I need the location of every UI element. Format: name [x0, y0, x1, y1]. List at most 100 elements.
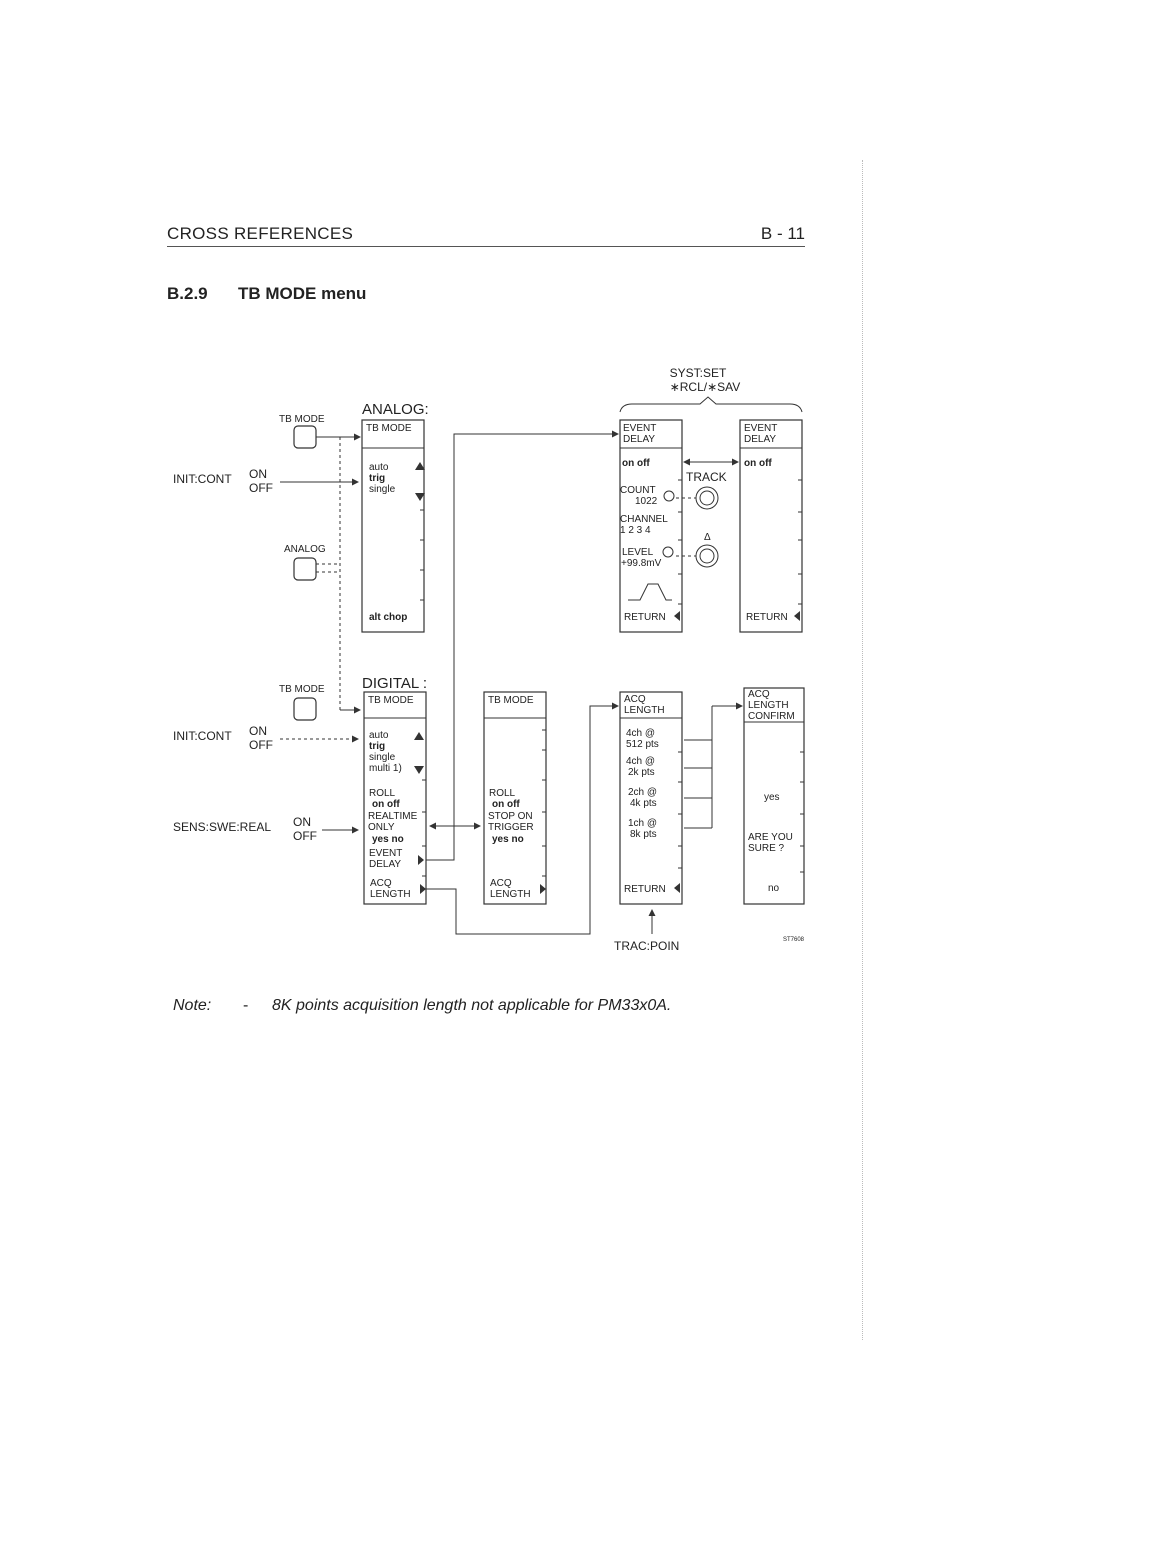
- t-cursor-icon: [663, 490, 675, 502]
- acq-opt4a: 1ch @: [628, 818, 657, 829]
- analog-key-icon[interactable]: [293, 557, 317, 581]
- confirm-title2: LENGTH: [748, 700, 789, 711]
- event-menu-return: RETURN: [624, 612, 666, 623]
- init-cont-on: ON: [249, 467, 267, 481]
- submenu-arrow-icon-2: [420, 884, 426, 894]
- digital-acq: ACQ: [370, 878, 392, 889]
- event-delay-link: [426, 430, 619, 861]
- header-title: CROSS REFERENCES: [167, 224, 354, 243]
- page-header: CROSS REFERENCES B - 11: [167, 224, 805, 247]
- event-delay-menu2-box: [739, 419, 803, 633]
- analog-auto: auto: [369, 462, 389, 473]
- event-menu2-title1: EVENT: [744, 423, 777, 434]
- syst-set-label: SYST:SET: [670, 366, 727, 380]
- acq-confirm-menu-box: [743, 687, 805, 905]
- tb-mode-key-label-2: TB MODE: [279, 684, 325, 695]
- confirm-no: no: [768, 883, 780, 894]
- sens-off: OFF: [293, 829, 317, 843]
- analog-heading: ANALOG:: [362, 401, 429, 418]
- digital-yesno: yes no: [372, 834, 404, 845]
- event-menu-level: LEVEL: [622, 547, 654, 558]
- analog-menu-box: [361, 419, 425, 633]
- roll-menu-box: [483, 691, 547, 905]
- scroll-down-icon-2: [414, 766, 424, 774]
- tb-mode-key-icon-2[interactable]: [293, 697, 317, 721]
- acq-opt1b: 512 pts: [626, 739, 659, 750]
- note-label: Note:: [173, 997, 212, 1014]
- event-menu-count-val: 1022: [635, 496, 658, 507]
- event-menu-channel: CHANNEL: [620, 514, 668, 525]
- digital-menu-box: [363, 691, 427, 905]
- roll-menu-roll: ROLL: [489, 788, 516, 799]
- acq-opt2b: 2k pts: [628, 767, 655, 778]
- event-menu-channel-nums: 1 2 3 4: [620, 525, 651, 536]
- digital-heading: DIGITAL :: [362, 675, 427, 692]
- syst-set-bracket: [619, 396, 803, 413]
- init-cont-off-2: OFF: [249, 738, 273, 752]
- digital-delay: DELAY: [369, 859, 401, 870]
- roll-menu-trigger: TRIGGER: [488, 822, 534, 833]
- acq-options-bracket: [684, 706, 713, 829]
- event-delay-menu-box: [619, 419, 683, 633]
- analog-key-links: [316, 563, 340, 573]
- submenu-arrow-icon: [418, 855, 424, 865]
- acq-opt3a: 2ch @: [628, 787, 657, 798]
- note-dash: -: [243, 997, 249, 1014]
- tb-mode-key-label: TB MODE: [279, 414, 325, 425]
- event-menu2-return: RETURN: [746, 612, 788, 623]
- figure-code: ST7608: [783, 937, 805, 943]
- event-menu2-onoff: on off: [744, 458, 772, 469]
- return-arrow-icon-3: [674, 883, 680, 893]
- submenu-arrow-icon-3: [540, 884, 546, 894]
- digital-single: single: [369, 752, 396, 763]
- sens-swe-real-label: SENS:SWE:REAL: [173, 820, 271, 834]
- digital-multi: multi 1): [369, 763, 402, 774]
- confirm-title3: CONFIRM: [748, 711, 795, 722]
- confirm-are-you: ARE YOU: [748, 832, 793, 843]
- scroll-down-icon: [415, 493, 425, 501]
- return-arrow-icon-2: [794, 611, 800, 621]
- roll-menu-yesno: yes no: [492, 834, 524, 845]
- init-cont-label: INIT:CONT: [173, 472, 232, 486]
- trac-poin-label: TRAC:POIN: [614, 939, 679, 953]
- tb-mode-key-icon[interactable]: [293, 425, 317, 449]
- acq-length-menu-box: [619, 691, 683, 905]
- acq-opt1a: 4ch @: [626, 728, 655, 739]
- roll-menu-title: TB MODE: [488, 695, 534, 706]
- analog-alt-chop: alt chop: [369, 612, 407, 623]
- analog-menu-title: TB MODE: [366, 423, 412, 434]
- digital-roll-opts: on off: [372, 799, 400, 810]
- confirm-sure: SURE ?: [748, 843, 785, 854]
- analog-key-label: ANALOG: [284, 544, 326, 555]
- roll-menu-stop-on: STOP ON: [488, 811, 533, 822]
- scroll-up-icon-2: [414, 732, 424, 740]
- event-menu-level-val: +99.8mV: [621, 558, 662, 569]
- acq-menu-title1: ACQ: [624, 694, 646, 705]
- digital-event: EVENT: [369, 848, 402, 859]
- margin-rule: [862, 160, 863, 1340]
- confirm-title1: ACQ: [748, 689, 770, 700]
- roll-menu-length: LENGTH: [490, 889, 531, 900]
- roll-menu-acq: ACQ: [490, 878, 512, 889]
- init-cont-off: OFF: [249, 481, 273, 495]
- event-menu-title1: EVENT: [623, 423, 656, 434]
- acq-length-link: [426, 702, 619, 935]
- track-knob-icon[interactable]: [695, 486, 719, 510]
- sens-on: ON: [293, 815, 311, 829]
- digital-auto: auto: [369, 730, 389, 741]
- event-menu2-title2: DELAY: [744, 434, 776, 445]
- delta-knob-icon[interactable]: [695, 544, 719, 568]
- section-title: TB MODE menu: [238, 284, 367, 303]
- page-number: B - 11: [760, 224, 805, 243]
- analog-single: single: [369, 484, 396, 495]
- roll-menu-roll-opts: on off: [492, 799, 520, 810]
- digital-only: ONLY: [368, 822, 395, 833]
- event-menu-onoff: on off: [622, 458, 650, 469]
- delta-cursor-icon: [662, 546, 674, 558]
- section-number: B.2.9: [167, 284, 208, 303]
- init-cont-label-2: INIT:CONT: [173, 729, 232, 743]
- scroll-up-icon: [415, 462, 425, 470]
- digital-menu-title: TB MODE: [368, 695, 414, 706]
- init-cont-on-2: ON: [249, 724, 267, 738]
